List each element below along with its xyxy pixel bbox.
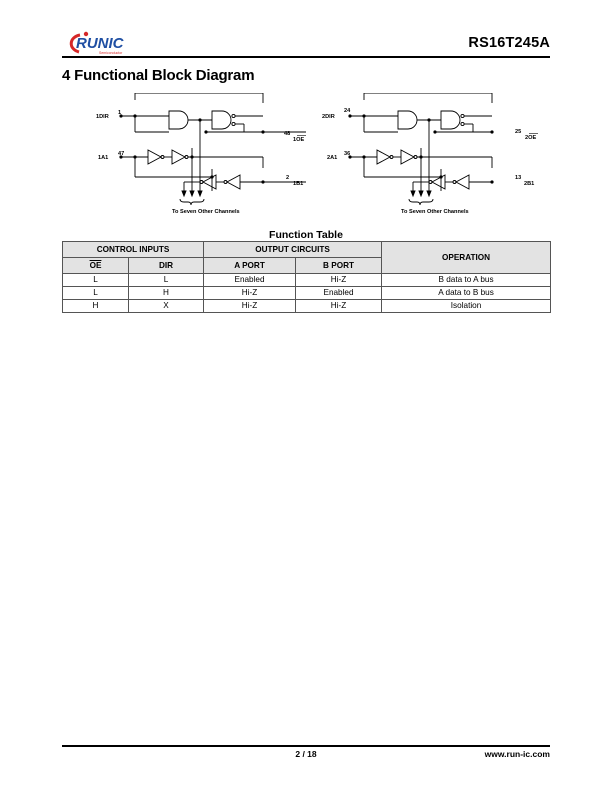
block-left: 1DIR 1 48 1OE 1A1 47 2 1B1 To Seven Othe… (96, 93, 306, 215)
cell-dir: X (127, 299, 205, 313)
cell-operation: Isolation (381, 299, 552, 313)
logo-swoosh (69, 33, 81, 54)
document-id: RS16T245A (468, 35, 550, 51)
b-label-right: 2B1 (524, 181, 534, 187)
header-output-circuits: OUTPUT CIRCUITS (203, 241, 383, 258)
website-link[interactable]: www.run-ic.com (484, 749, 550, 759)
logo-subtext: Semiconductor (99, 51, 123, 55)
cell-operation: B data to A bus (381, 273, 552, 287)
block-right: 2DIR 24 25 2OE 2A1 36 13 2B1 To Seven Ot… (322, 93, 538, 215)
header-rule (62, 56, 550, 58)
header-b-port: B PORT (295, 257, 383, 274)
cell-b-port: Hi-Z (295, 299, 383, 313)
header-operation: OPERATION (381, 241, 552, 274)
cell-oe: L (62, 273, 129, 287)
functional-block-diagram: 1DIR 1 48 1OE 1A1 47 2 1B1 To Seven Othe… (96, 93, 538, 215)
header-a-port: A PORT (203, 257, 297, 274)
logo-text: RUNIC (76, 35, 125, 52)
runic-logo: RUNIC Semiconductor (69, 31, 125, 55)
b-pin-left: 2 (286, 175, 289, 181)
channels-note-right: To Seven Other Channels (401, 209, 469, 215)
oe-label-right: 2OE (525, 135, 536, 141)
table-row: L H Hi-Z Enabled A data to B bus (62, 286, 552, 300)
table-row: L L Enabled Hi-Z B data to A bus (62, 273, 552, 287)
header-control-inputs: CONTROL INPUTS (61, 241, 205, 258)
cell-operation: A data to B bus (381, 286, 552, 300)
footer-rule (62, 745, 550, 747)
dir-pin-left: 1 (118, 110, 121, 116)
oe-label-left: 1OE (293, 137, 304, 143)
a-pin-left: 47 (118, 151, 124, 157)
cell-a-port: Hi-Z (203, 299, 297, 313)
cell-b-port: Enabled (295, 286, 383, 300)
cell-a-port: Enabled (203, 273, 297, 287)
cell-oe: L (62, 286, 129, 300)
oe-pin-right: 25 (515, 129, 521, 135)
dir-label-left: 1DIR (96, 114, 109, 120)
page-number: 2 / 18 (295, 749, 317, 759)
oe-pin-left: 48 (284, 131, 290, 137)
function-table: CONTROL INPUTS OUTPUT CIRCUITS OPERATION… (61, 241, 552, 313)
dir-pin-right: 24 (344, 108, 351, 114)
header-dir: DIR (127, 257, 205, 274)
cell-oe: H (62, 299, 129, 313)
cell-a-port: Hi-Z (203, 286, 297, 300)
cell-b-port: Hi-Z (295, 273, 383, 287)
b-pin-right: 13 (515, 175, 521, 181)
function-table-title: Function Table (269, 229, 343, 241)
channels-note-left: To Seven Other Channels (172, 209, 240, 215)
a-label-left: 1A1 (98, 155, 108, 161)
section-title: 4 Functional Block Diagram (62, 67, 255, 84)
cell-dir: H (127, 286, 205, 300)
b-label-left: 1B1 (293, 181, 303, 187)
dir-label-right: 2DIR (322, 114, 335, 120)
cell-dir: L (127, 273, 205, 287)
header-oe: OE (62, 257, 129, 274)
a-pin-right: 36 (344, 151, 350, 157)
a-label-right: 2A1 (327, 155, 337, 161)
table-row: H X Hi-Z Hi-Z Isolation (62, 299, 552, 313)
